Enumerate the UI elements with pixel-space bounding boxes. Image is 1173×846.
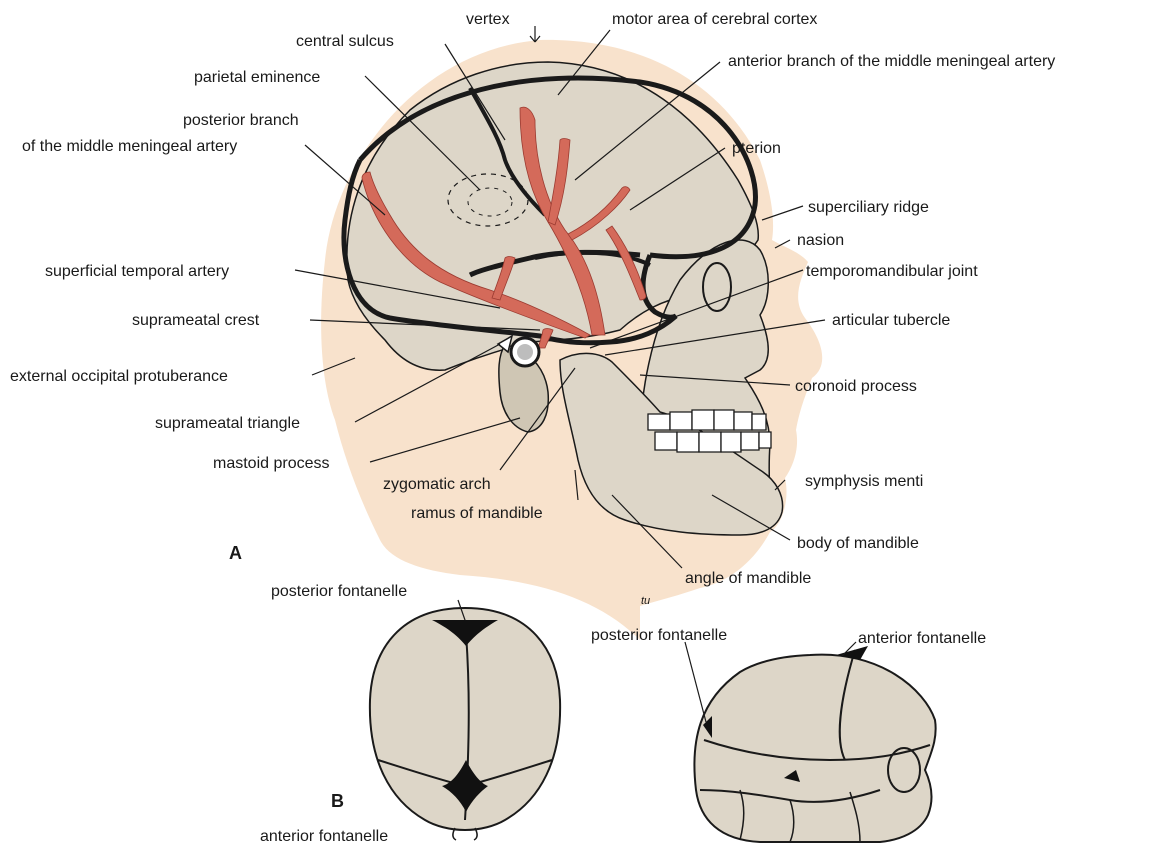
label-anterior-fontanelle-side: anterior fontanelle: [858, 630, 986, 647]
label-central-sulcus: central sulcus: [296, 33, 394, 50]
label-external-occipital-protuberance: external occipital protuberance: [10, 368, 228, 385]
label-posterior-fontanelle-side: posterior fontanelle: [591, 627, 727, 644]
label-anterior-branch: anterior branch of the middle meningeal …: [728, 53, 1055, 70]
skull-superior-view: [370, 608, 560, 840]
label-posterior-fontanelle-top: posterior fontanelle: [271, 583, 407, 600]
label-symphysis-menti: symphysis menti: [805, 473, 923, 490]
panel-a-illustration: tu: [295, 26, 825, 640]
label-zygomatic-arch: zygomatic arch: [383, 476, 491, 493]
label-body-of-mandible: body of mandible: [797, 535, 919, 552]
label-pterion: pterion: [732, 140, 781, 157]
label-motor-area: motor area of cerebral cortex: [612, 11, 817, 28]
label-articular-tubercle: articular tubercle: [832, 312, 950, 329]
label-parietal-eminence: parietal eminence: [194, 69, 320, 86]
label-posterior-branch-2: of the middle meningeal artery: [22, 138, 237, 155]
label-ramus-of-mandible: ramus of mandible: [411, 505, 543, 522]
label-angle-of-mandible: angle of mandible: [685, 570, 811, 587]
label-anterior-fontanelle-top: anterior fontanelle: [260, 828, 388, 845]
meatus-texture: [517, 344, 533, 360]
label-superciliary-ridge: superciliary ridge: [808, 199, 929, 216]
label-temporomandibular-joint: temporomandibular joint: [806, 263, 978, 280]
panel-label-b: B: [331, 791, 344, 811]
label-vertex: vertex: [466, 11, 510, 28]
label-nasion: nasion: [797, 232, 844, 249]
panel-label-a: A: [229, 543, 242, 563]
label-coronoid-process: coronoid process: [795, 378, 917, 395]
label-superficial-temporal-artery: superficial temporal artery: [45, 263, 229, 280]
skull-lateral-view: [694, 646, 935, 842]
label-suprameatal-crest: suprameatal crest: [132, 312, 260, 329]
artist-signature: tu: [641, 595, 650, 607]
label-suprameatal-triangle: suprameatal triangle: [155, 415, 300, 432]
label-posterior-branch-1: posterior branch: [183, 112, 299, 129]
label-mastoid-process: mastoid process: [213, 455, 330, 472]
